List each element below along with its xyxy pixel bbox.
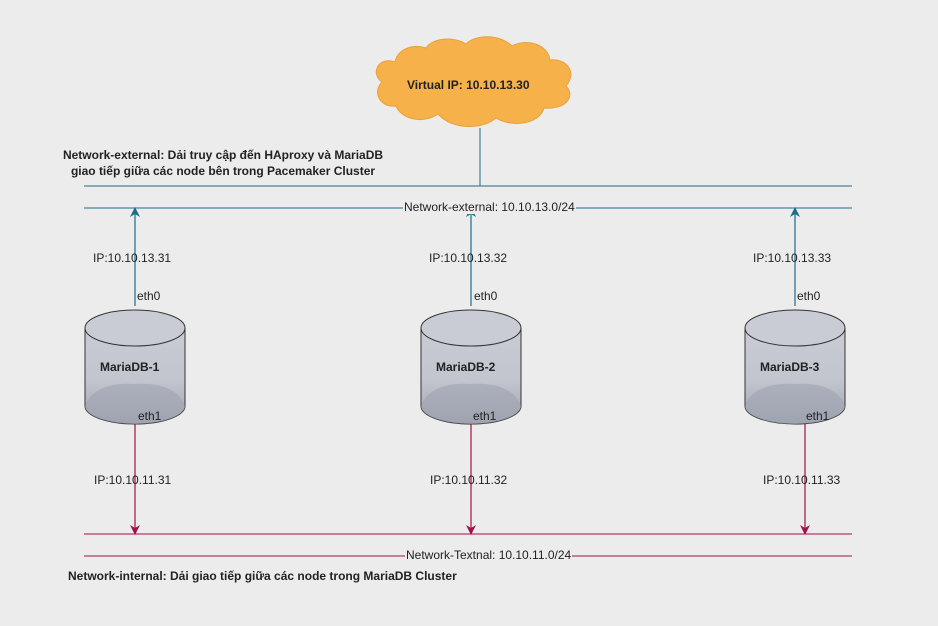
node-3-database-cylinder (744, 309, 846, 425)
node-2-external-ip: IP:10.10.13.32 (429, 251, 508, 265)
node-3-eth1-label: eth1 (806, 409, 830, 423)
network-internal-note: Network-internal: Dải giao tiếp giữa các… (68, 569, 457, 583)
node-1-internal-ip: IP:10.10.11.31 (94, 473, 172, 487)
node-2-name: MariaDB-2 (436, 360, 496, 374)
node-3-external-ip: IP:10.10.13.33 (753, 251, 832, 265)
network-external-note: Network-external: Dải truy cập đến HApro… (52, 147, 394, 179)
node-1-eth0-label: eth0 (137, 289, 161, 303)
node-3-internal-ip: IP:10.10.11.33 (763, 473, 841, 487)
network-external-note-line2: giao tiếp giữa các node bên trong Pacema… (70, 164, 376, 178)
network-external-note-line1: Network-external: Dải truy cập đến HApro… (62, 148, 384, 162)
virtual-ip-cloud (375, 36, 572, 128)
node-2-eth1-label: eth1 (473, 409, 497, 423)
node-3-name: MariaDB-3 (760, 360, 820, 374)
node-1-eth1-label: eth1 (138, 409, 162, 423)
node-2-eth0-label: eth0 (474, 289, 498, 303)
virtual-ip-label: Virtual IP: 10.10.13.30 (407, 78, 530, 92)
node-1-external-ip: IP:10.10.13.31 (93, 251, 172, 265)
network-internal-label: Network-Textnal: 10.10.11.0/24 (405, 548, 573, 562)
node-1-name: MariaDB-1 (100, 360, 160, 374)
node-3-eth0-label: eth0 (797, 289, 821, 303)
node-1-database-cylinder (84, 309, 186, 425)
node-2-database-cylinder (420, 309, 522, 425)
network-external-label: Network-external: 10.10.13.0/24 (403, 200, 576, 214)
node-2-internal-ip: IP:10.10.11.32 (430, 473, 508, 487)
